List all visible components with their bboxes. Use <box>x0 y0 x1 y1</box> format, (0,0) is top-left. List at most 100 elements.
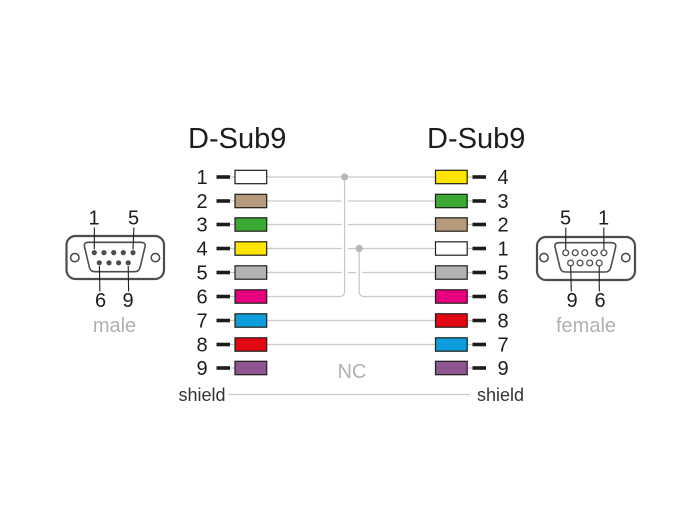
pin-dash <box>472 270 486 275</box>
shield-label-right: shield <box>477 385 524 405</box>
pin-dash <box>472 222 486 227</box>
connector-pin-number: 1 <box>88 208 99 230</box>
pin-dash <box>472 175 486 179</box>
pin-leader-line <box>570 266 572 292</box>
nc-label: NC <box>338 361 367 383</box>
left-column-header: D-Sub9 <box>188 123 286 155</box>
junction-dot <box>355 244 363 253</box>
pin-dash <box>216 246 230 251</box>
mounting-hole <box>538 252 549 263</box>
left-wire-row: 4 <box>196 239 268 261</box>
pin-leader-line <box>98 265 101 292</box>
male-pin <box>91 250 97 256</box>
gender-label: female <box>556 315 616 337</box>
left-wire-row: 1 <box>196 167 268 189</box>
left-wire-row: 2 <box>196 191 268 213</box>
left-wire-row: 9 <box>196 358 268 380</box>
pin-number: 2 <box>497 215 508 237</box>
wire-color-box <box>234 217 268 232</box>
pin-dash <box>472 342 486 347</box>
right-wire-row: 6 <box>434 287 509 309</box>
pin-dash <box>216 175 230 179</box>
male-pin <box>111 250 117 256</box>
pin-number: 9 <box>196 358 207 380</box>
wire-color-box <box>234 313 268 328</box>
female-pin <box>567 259 575 267</box>
gender-label: male <box>93 315 136 337</box>
right-wire-row: 7 <box>434 335 509 357</box>
pin-number: 4 <box>196 239 207 261</box>
pin-number: 6 <box>497 287 508 309</box>
pin-dash <box>472 199 486 203</box>
male-connector: 1 5 6 9 male <box>65 208 166 337</box>
female-connector-dshape <box>554 241 617 273</box>
wire-color-box <box>234 289 268 304</box>
left-wire-row: 8 <box>196 335 268 357</box>
male-pin <box>106 260 112 266</box>
pin-dash <box>472 366 486 370</box>
wire-crossover-branch-2 <box>358 248 473 298</box>
mounting-hole <box>620 252 631 263</box>
wire-color-box <box>434 169 468 185</box>
wire-color-box <box>434 337 468 352</box>
wire-color-box <box>234 241 268 256</box>
right-wire-row: 2 <box>434 215 509 237</box>
pin-dash <box>216 342 230 347</box>
pin-number: 8 <box>497 311 508 333</box>
pin-dash <box>216 294 230 299</box>
male-pin <box>116 260 122 266</box>
connector-pin-number: 1 <box>598 208 609 230</box>
pin-number: 7 <box>196 311 207 333</box>
female-pin <box>595 259 603 267</box>
connector-pin-number: 6 <box>594 290 605 312</box>
pin-dash <box>216 318 230 323</box>
pin-dash <box>216 270 230 275</box>
pin-number: 1 <box>497 239 508 261</box>
right-wire-row: 3 <box>434 191 509 213</box>
right-wire-row: 4 <box>434 167 509 189</box>
connector-pin-number: 5 <box>560 208 571 230</box>
female-pin <box>586 259 594 267</box>
pin-dash <box>472 294 486 299</box>
wire-color-box <box>434 360 468 376</box>
pin-number: 3 <box>497 191 508 213</box>
connector-pin-number: 5 <box>128 208 139 230</box>
pin-number: 5 <box>497 263 508 285</box>
right-wire-row: 1 <box>434 239 509 261</box>
mounting-hole <box>69 252 80 263</box>
pin-number: 9 <box>497 358 508 380</box>
right-wire-row: 9 <box>434 358 509 380</box>
pin-dash <box>216 199 230 203</box>
male-connector-dshape <box>83 241 146 273</box>
female-pin <box>571 249 579 257</box>
pin-number: 7 <box>497 335 508 357</box>
wire-color-box <box>234 169 268 185</box>
pin-leader-line <box>132 227 135 250</box>
pin-number: 6 <box>196 287 207 309</box>
pin-number: 2 <box>196 191 207 213</box>
wire-color-box <box>234 265 268 280</box>
wire-color-box <box>434 313 468 328</box>
female-pin <box>600 249 608 257</box>
pin-dash <box>472 318 486 323</box>
female-connector: 5 1 9 6 female <box>535 208 637 337</box>
left-wire-row: 3 <box>196 215 268 237</box>
right-wire-row: 5 <box>434 263 509 285</box>
pin-number: 8 <box>196 335 207 357</box>
junction-dot <box>341 173 349 181</box>
female-pin <box>581 249 589 257</box>
female-pin <box>590 249 598 257</box>
wire-color-box <box>234 193 268 209</box>
wire-color-box <box>234 360 268 376</box>
pin-dash <box>216 222 230 227</box>
male-pin <box>120 250 126 256</box>
right-column-header: D-Sub9 <box>427 123 525 155</box>
connector-pin-number: 9 <box>566 290 577 312</box>
right-wiring-column: 4 3 2 1 5 6 8 <box>434 167 509 380</box>
mounting-hole <box>150 252 161 263</box>
left-wire-row: 7 <box>196 311 268 333</box>
right-wire-row: 8 <box>434 311 509 333</box>
wire-color-box <box>434 289 468 304</box>
wire-color-box <box>434 241 468 256</box>
